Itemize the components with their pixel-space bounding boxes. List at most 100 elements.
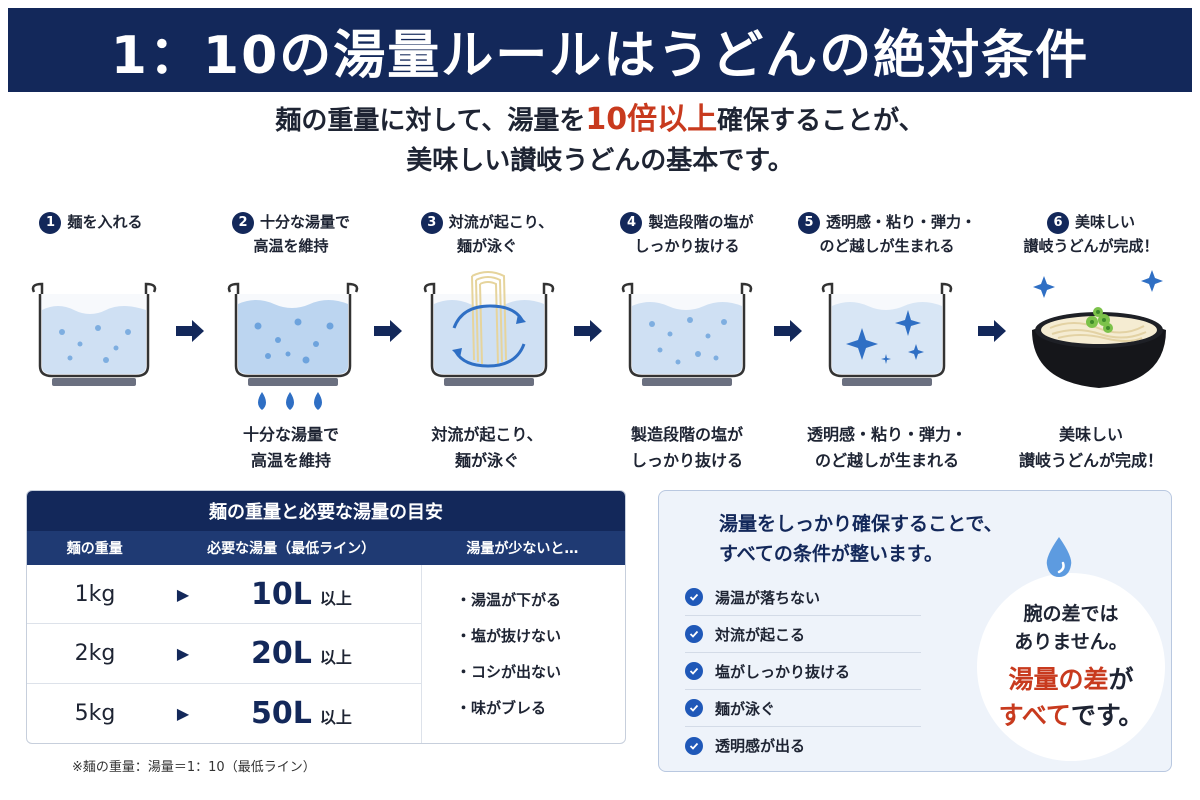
step-4-caption: 製造段階の塩がしっかり抜ける [592,422,782,474]
table-title: 麺の重量と必要な湯量の目安 [27,491,625,531]
udon-bowl-illustration [1032,270,1166,388]
checkmark-icon [685,662,703,680]
step-heading-line: のど越しが生まれる [792,234,982,258]
pot-step-1-illustration [31,282,157,386]
pot-step-2-illustration [227,282,359,410]
checklist-item: 透明感が出る [685,727,921,764]
step-5-caption: 透明感・粘り・弾力・のど越しが生まれる [792,422,982,474]
step-heading-text: 透明感・粘り・弾力・ [825,213,976,231]
step-heading-text: 対流が起こり、 [448,213,554,231]
column-header-weight: 麺の重量 [66,541,123,557]
page-title: 1：10の湯量ルールはうどんの絶対条件 [110,25,1090,86]
pot-step-5-illustration [821,282,953,386]
step-5-heading: 5 透明感・粘り・弾力・のど越しが生まれる [792,210,982,258]
triangle-right-icon: ▶ [176,584,190,604]
title-banner: 1：10の湯量ルールはうどんの絶対条件 [8,8,1192,92]
triangle-right-icon: ▶ [176,703,190,723]
checklist-label: 塩がしっかり抜ける [715,662,851,681]
checklist-item: 対流が起こる [685,616,921,653]
step-4-heading: 4 製造段階の塩がしっかり抜ける [592,210,782,258]
checklist-label: 対流が起こる [715,625,806,644]
step-3-caption: 対流が起こり、麺が泳ぐ [392,422,582,474]
volume-value: 10L [251,576,312,612]
subtitle-line-2: 美味しい讃岐うどんの基本です。 [406,146,794,176]
step-heading-text: 製造段階の塩が [648,213,754,231]
table-row: 1kg ▶ 10L 以上 [27,565,421,625]
effect-item: ・塩が抜けない [456,627,562,645]
step-heading-text: 麺を入れる [67,213,143,231]
step-number-badge: 5 [797,211,820,234]
step-heading-line: 讃岐うどんが完成！ [996,234,1186,258]
volume-value: 20L [251,635,312,671]
message-emphasis: 湯量の差が [1008,662,1133,698]
step-caption-line: しっかり抜ける [630,451,743,470]
water-volume-table: 麺の重量と必要な湯量の目安 麺の重量 必要な湯量（最低ライン） 湯量が少ないと…… [26,490,626,744]
table-header-row: 麺の重量 必要な湯量（最低ライン） 湯量が少ないと… [27,531,625,565]
pot-step-3-illustration [423,271,555,386]
step-heading-line: 高温を維持 [196,234,386,258]
checklist-label: 湯温が落ちない [715,588,821,607]
message-red-text: すべて [998,701,1071,730]
step-caption-line: のど越しが生まれる [814,451,959,470]
arrow-right-icon [978,320,1006,342]
water-drop-icon [1046,537,1072,577]
message-emphasis: すべてです。 [999,698,1144,734]
step-number-badge: 6 [1046,211,1069,234]
step-number-badge: 2 [231,211,254,234]
effect-item: ・味がブレる [456,699,547,717]
conditions-title-line: 湯量をしっかり確保することで、 [719,513,1003,535]
volume-suffix: 以上 [319,588,352,608]
conditions-title-line: すべての条件が整います。 [719,543,944,565]
step-heading-text: 麺が泳ぐ [456,237,517,255]
step-heading-text: しっかり抜ける [634,237,740,255]
weight-cell: 5kg [74,700,116,726]
arrow-right-icon [774,320,802,342]
volume-cell: 10L 以上 [203,577,421,612]
subtitle: 麺の重量に対して、湯量を10倍以上確保することが、 美味しい讃岐うどんの基本です… [0,100,1200,181]
step-caption-line: 高温を維持 [250,451,331,470]
checklist-label: 透明感が出る [715,737,806,755]
message-text: です。 [1070,701,1144,730]
weight-cell: 2kg [74,640,116,666]
step-number-badge: 4 [620,211,643,234]
subtitle-text: 麺の重量に対して、湯量を [275,106,586,136]
step-heading-text: 美味しい [1074,213,1135,231]
step-heading-line: 6 美味しい [996,210,1186,234]
pot-step-4-illustration [621,282,753,386]
subtitle-line-1: 麺の重量に対して、湯量を10倍以上確保することが、 [0,100,1200,141]
checkmark-icon [685,699,703,717]
arrow-right-icon [574,320,602,342]
step-caption-line: 讃岐うどんが完成！ [1018,451,1163,470]
step-caption-line: 麺が泳ぐ [454,451,519,470]
effect-item: ・コシが出ない [456,663,562,681]
step-2-caption: 十分な湯量で高温を維持 [196,422,386,474]
checklist-label: 麺が泳ぐ [715,699,776,718]
message-red-text: 湯量の差 [1008,665,1109,694]
column-header-effects: 湯量が少ないと… [466,541,579,557]
arrow-right-icon [176,320,204,342]
effect-item: ・湯温が下がる [456,591,562,609]
step-heading-text: 讃岐うどんが完成！ [1023,237,1159,255]
volume-value: 50L [251,695,312,731]
checkmark-icon [685,736,703,755]
checkmark-icon [685,625,703,643]
conditions-title: 湯量をしっかり確保することで、 すべての条件が整います。 [719,509,1003,569]
effects-list: ・湯温が下がる ・塩が抜けない ・コシが出ない ・味がブレる [421,565,625,743]
step-heading-line: 麺が泳ぐ [392,234,582,258]
conditions-checklist: 湯温が落ちない 対流が起こる 塩がしっかり抜ける 麺が泳ぐ 透明感が出る [685,579,921,764]
step-heading-line: 4 製造段階の塩が [592,210,782,234]
message-line: ありません。 [1014,631,1128,653]
step-heading-text: のど越しが生まれる [819,237,955,255]
step-caption-line: 十分な湯量で [242,425,339,444]
step-6-heading: 6 美味しい讃岐うどんが完成！ [996,210,1186,258]
weight-cell: 1kg [74,581,116,607]
subtitle-highlight: 10倍以上 [585,102,718,137]
